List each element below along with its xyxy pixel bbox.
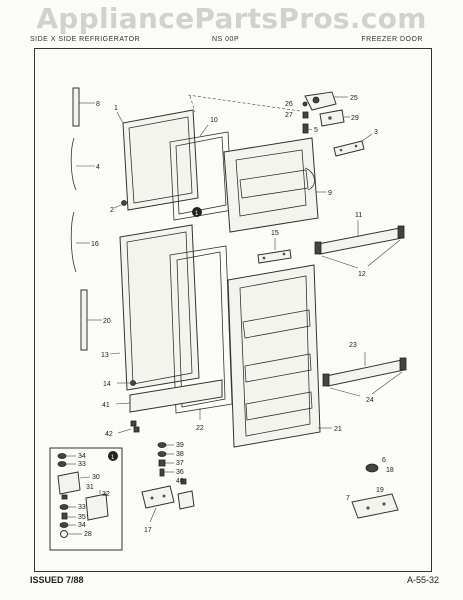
part-8-trim-strip: 8 [72, 87, 100, 127]
callout-27: 27 [285, 112, 293, 119]
callout-40: 40 [176, 478, 184, 485]
callout-16: 16 [91, 241, 99, 248]
callout-15: 15 [271, 230, 279, 237]
part-33-washer: 33 [57, 461, 86, 468]
callout-8: 8 [96, 101, 100, 108]
callout-25: 25 [350, 95, 358, 102]
callout-11: 11 [355, 212, 362, 219]
inset-marker-label: 1 [111, 455, 115, 461]
part-16-handle: 16 [70, 211, 99, 273]
header-right: FREEZER DOOR [361, 36, 423, 43]
part-33-washer-lower: 33 [59, 504, 86, 511]
callout-13: 13 [101, 352, 109, 359]
callout-22: 22 [196, 425, 204, 432]
callout-17: 17 [144, 527, 152, 534]
part-4-handle: 4 [70, 137, 100, 191]
part-15-bracket: 15 [257, 230, 292, 264]
part-27-hinge-pin: 27 [285, 111, 309, 119]
callout-41: 41 [102, 402, 110, 409]
callout-3: 3 [374, 129, 378, 136]
callout-30: 30 [92, 474, 100, 481]
callout-14: 14 [103, 381, 111, 388]
header-middle: NS 00P [212, 36, 240, 43]
callout-24: 24 [366, 397, 374, 404]
callout-20: 20 [103, 318, 111, 325]
part-21-lower-door-liner: 21 [227, 264, 342, 448]
issued-date: ISSUED 7/88 [30, 575, 84, 585]
callout-21: 21 [334, 426, 342, 433]
watermark: AppliancePartsPros.com [36, 2, 427, 35]
callout-6: 6 [382, 457, 386, 464]
callout-29: 29 [351, 115, 359, 122]
part-5-screw: 5 [302, 123, 318, 134]
part-2-screw: 2 [110, 200, 127, 214]
part-13-lower-door-panel: 13 [101, 224, 200, 391]
part-26-hinge-bushing: 26 [285, 101, 308, 108]
diagram-code: A-55-32 [406, 575, 439, 585]
callout-35: 35 [78, 514, 86, 521]
part-28-bushing: 28 [60, 530, 92, 538]
callout-26: 26 [285, 101, 293, 108]
callout-1: 1 [114, 105, 118, 112]
callout-28: 28 [84, 531, 92, 538]
part-38-washer: 38 [157, 451, 184, 458]
callout-31: 31 [86, 484, 94, 491]
part-31-spacer: 31 [61, 484, 94, 500]
part-34-nut-lower: 34 [59, 522, 86, 529]
part-14-screw: 14 [103, 380, 136, 388]
part-37-bushing: 37 [158, 459, 184, 467]
callout-9: 9 [328, 190, 332, 197]
part-40-spacer: 40 [176, 478, 187, 485]
part-18-cam: 6 18 [365, 457, 394, 474]
part-35-screw: 35 [61, 512, 86, 521]
callout-7: 7 [346, 495, 350, 502]
part-17-bottom-hinge: 17 [141, 485, 195, 534]
hinge-alignment-lines [187, 94, 301, 113]
callout-12: 12 [358, 271, 366, 278]
part-36-pin: 36 [159, 468, 184, 477]
callout-36: 36 [176, 469, 184, 476]
callout-23: 23 [349, 342, 357, 349]
part-9-upper-door-liner: 9 [223, 137, 332, 233]
part-25-top-hinge: 25 [304, 91, 358, 111]
callout-10: 10 [210, 117, 218, 124]
callout-34-lower: 34 [78, 522, 86, 529]
part-3-closer-bracket: 3 [333, 129, 378, 157]
part-42-screws: 42 [105, 420, 140, 438]
part-29-hinge-cam: 29 [319, 109, 359, 127]
callout-2: 2 [110, 207, 114, 214]
callout-33-lower: 33 [78, 504, 86, 511]
part-19-hinge-plate: 7 19 [346, 487, 399, 519]
callout-4: 4 [96, 164, 100, 171]
part-41-bottom-trim: 41 [102, 379, 223, 413]
callout-34: 34 [78, 453, 86, 460]
callout-19: 19 [376, 487, 384, 494]
callout-32: 32 [102, 491, 110, 498]
diagram-frame [34, 48, 432, 572]
part-20-trim-strip: 20 [80, 289, 111, 351]
callout-37: 37 [176, 460, 184, 467]
callout-18: 18 [386, 467, 394, 474]
marker-1-label: 1 [195, 211, 199, 217]
callout-39: 39 [176, 442, 184, 449]
part-23-shelf-bar: 23 24 [322, 342, 407, 404]
inset-detail-box: 1 34 33 30 31 3 [49, 447, 123, 551]
part-32-plate: 32 [85, 490, 110, 521]
header-left: SIDE X SIDE REFRIGERATOR [30, 36, 141, 43]
callout-42: 42 [105, 431, 113, 438]
callout-33: 33 [78, 461, 86, 468]
bottom-hinge-stack: 39 38 37 36 40 [157, 442, 187, 485]
callout-38: 38 [176, 451, 184, 458]
marker-1-circled: 1 [192, 207, 202, 217]
part-11-shelf-bar: 11 12 [314, 212, 405, 278]
part-34-nut: 34 [57, 453, 86, 460]
callout-5: 5 [314, 127, 318, 134]
part-39-cap: 39 [157, 442, 184, 449]
part-30-bracket: 30 [57, 471, 100, 495]
part-1-freezer-upper-panel: 1 [114, 105, 199, 211]
